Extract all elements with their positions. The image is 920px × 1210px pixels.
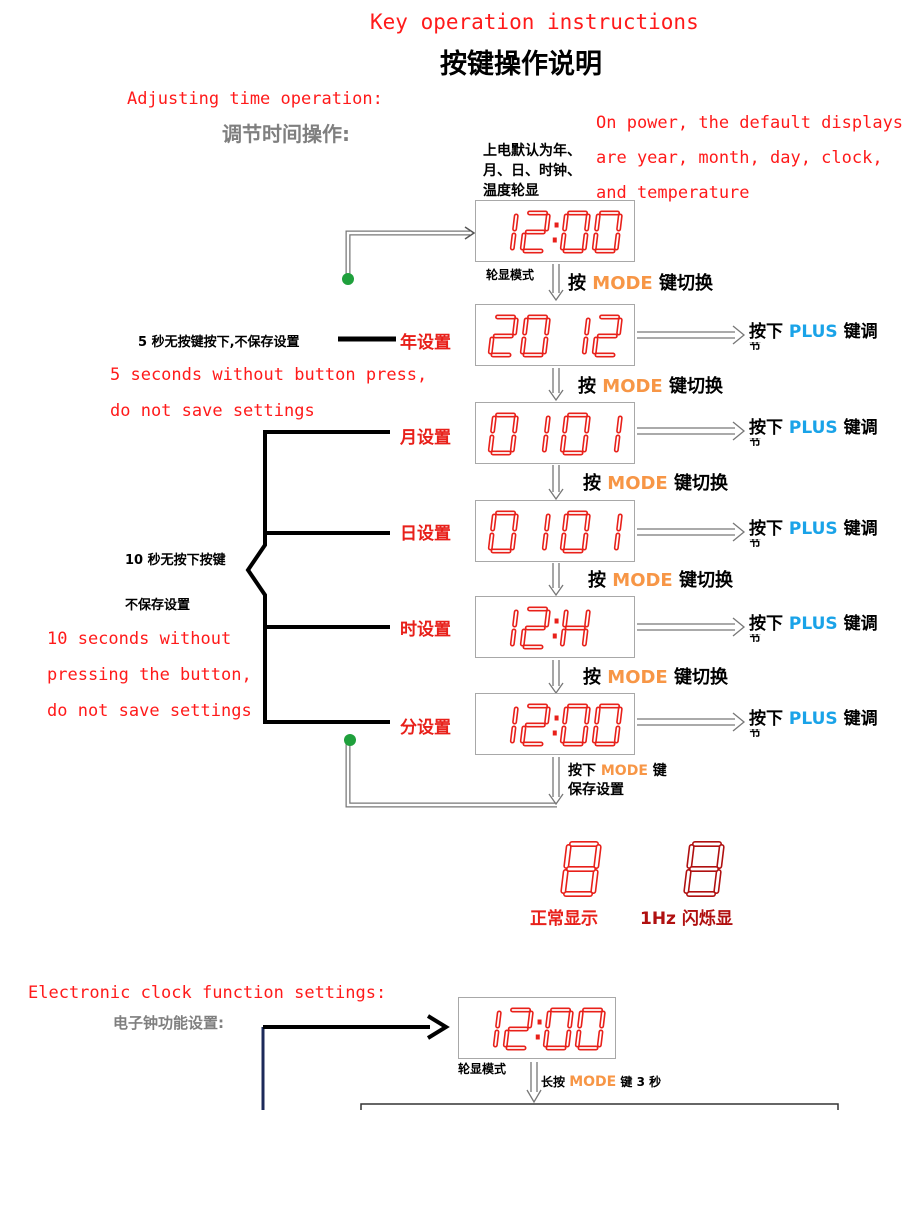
display-minute [475,693,635,755]
digit-2 [559,609,591,647]
display-month [475,402,635,464]
plus-adjust-instruction: 按下 PLUS 键调节 [749,614,878,642]
title-chinese: 按键操作说明 [440,49,602,80]
label-year-setting: 年设置 [400,333,451,353]
clock-function-title-chinese: 电子钟功能设置: [113,1014,224,1032]
display-year [475,304,635,366]
digit-0 [509,213,519,251]
label-minute-setting: 分设置 [400,718,451,738]
digit-0 [487,314,519,358]
legend-blink-label: 1Hz 闪烁显 [640,909,733,929]
digit-2 [559,412,591,456]
digit-2 [559,210,591,254]
display-clock-function [458,997,616,1059]
digit-2 [581,317,591,355]
mode-switch-instruction: 按 MODE 键切换 [578,376,724,397]
digit-3 [574,1007,606,1051]
adjust-title-english: Adjusting time operation: [127,89,383,109]
digit-2 [559,703,591,747]
display-rotation [475,200,635,262]
mode-switch-instruction: 按 MODE 键切换 [583,667,729,688]
digit-1 [519,314,551,358]
save-instruction: 按下 MODE 键 保存设置 [568,763,667,798]
digit-3 [613,513,623,551]
colon-dot-0 [554,618,559,624]
adjust-title-chinese: 调节时间操作: [222,122,350,146]
label-day-setting: 日设置 [400,524,451,544]
digit-1 [519,703,551,747]
label-hour-setting: 时设置 [400,620,451,640]
mode-switch-instruction: 按 MODE 键切换 [568,273,714,294]
colon-dot-1 [535,1034,540,1040]
timeout-5s-chinese: 5 秒无按键按下,不保存设置 [138,335,300,350]
timeout-10s-chinese-line2: 不保存设置 [125,598,191,613]
digit-3 [591,314,623,358]
title-english: Key operation instructions [370,10,699,34]
clock-function-title-english: Electronic clock function settings: [28,983,387,1003]
legend-normal-digit [560,841,602,897]
colon-dot-0 [554,222,559,228]
digit-3 [591,210,623,254]
digit-3 [613,415,623,453]
digit-1 [541,415,551,453]
digit-0 [487,510,519,554]
digit-0 [487,412,519,456]
power-on-note-chinese: 上电默认为年、 月、日、时钟、 温度轮显 [483,143,581,199]
mode-switch-instruction: 按 MODE 键切换 [583,473,729,494]
colon-dot-0 [537,1019,542,1025]
rotation-mode-label: 轮显模式 [486,268,535,282]
plus-adjust-instruction: 按下 PLUS 键调节 [749,322,878,350]
colon-dot-1 [552,730,557,736]
colon-dot-1 [552,633,557,639]
plus-adjust-instruction: 按下 PLUS 键调节 [749,418,878,446]
digit-1 [502,1007,534,1051]
mode-switch-instruction: 按 MODE 键切换 [588,570,734,591]
digit-0 [509,706,519,744]
digit-2 [559,510,591,554]
digit-3 [591,703,623,747]
clock-function-rotation-label: 轮显模式 [458,1062,507,1076]
digit-1 [519,606,551,650]
display-day [475,500,635,562]
colon-dot-1 [552,237,557,243]
timeout-5s-english: 5 seconds without button press, do not s… [110,365,428,421]
plus-adjust-instruction: 按下 PLUS 键调节 [749,519,878,547]
digit-1 [519,210,551,254]
display-hour [475,596,635,658]
digit-0 [509,609,519,647]
timeout-10s-chinese-line1: 10 秒无按下按键 [125,553,226,568]
timeout-10s-english: 10 seconds without pressing the button, … [47,629,252,721]
long-press-instruction: 长按 MODE 键 3 秒 [541,1074,662,1090]
colon-dot-0 [554,715,559,721]
legend-normal-label: 正常显示 [530,909,598,929]
digit-2 [542,1007,574,1051]
legend-blink-digit [683,841,725,897]
plus-adjust-instruction: 按下 PLUS 键调节 [749,709,878,737]
power-on-note-english: On power, the default displays are year,… [596,113,904,203]
label-month-setting: 月设置 [400,428,451,448]
digit-0 [492,1010,502,1048]
digit-1 [541,513,551,551]
